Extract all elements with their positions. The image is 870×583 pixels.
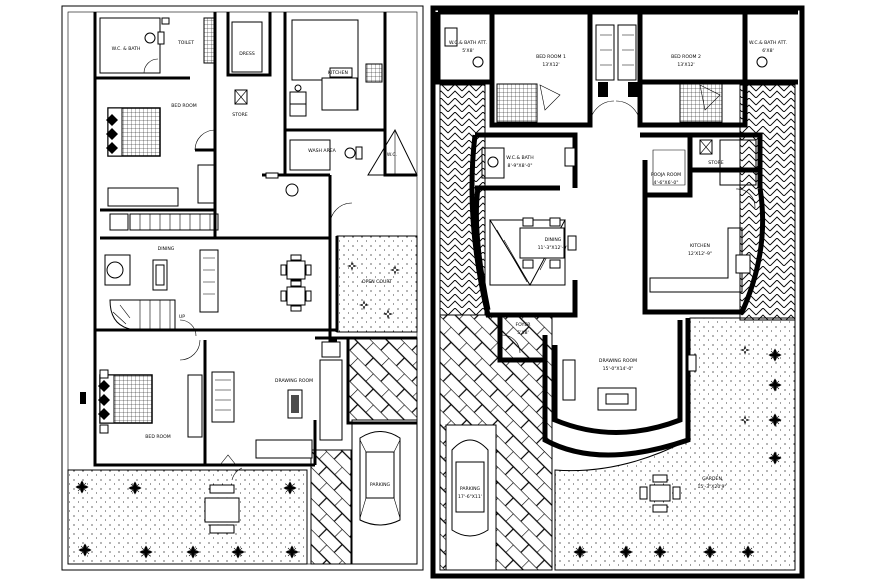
svg-text:13'X12': 13'X12' — [677, 62, 694, 68]
svg-text:17'-6"X11': 17'-6"X11' — [458, 494, 482, 500]
left-label-parking: PARKING — [370, 482, 391, 488]
right-label-wc-2: W.C.& BATH ATT. 6'X8' — [749, 40, 787, 54]
svg-text:BED ROOM 2: BED ROOM 2 — [671, 54, 701, 60]
right-walls-top — [435, 9, 798, 128]
left-label-kitchen: KITCHEN — [328, 70, 348, 76]
svg-text:11'-3"X12'-0": 11'-3"X12'-0" — [538, 245, 569, 251]
left-label-dining: DINING — [158, 246, 175, 252]
right-walls-lower — [497, 315, 691, 458]
svg-text:STORE: STORE — [708, 160, 724, 166]
right-label-wc-1: W.C.& BATH ATT. 5'X8' — [449, 40, 487, 54]
left-label-bed-2: BED ROOM — [145, 434, 170, 440]
right-label-dining: DINING 11'-3"X12'-0" — [538, 237, 569, 251]
left-plan-border — [61, 5, 424, 571]
left-label-wc: W.C. — [387, 152, 397, 158]
left-car — [359, 431, 401, 526]
right-label-bed-1: BED ROOM 1 13'X12' — [536, 54, 566, 68]
svg-text:7'-6"X6'-0": 7'-6"X6'-0" — [704, 168, 729, 174]
right-drawing-rug — [597, 387, 637, 411]
right-label-store: STORE 7'-6"X6'-0" — [704, 160, 729, 174]
left-label-toilet: TOILET — [177, 40, 194, 46]
right-dining-table — [519, 227, 565, 259]
left-label-court: OPEN COURT — [362, 279, 392, 285]
left-label-bed-1: BED ROOM — [171, 103, 196, 109]
right-label-drawing: DRAWING ROOM 15'-0"X14'-0" — [599, 358, 637, 372]
svg-text:6'X8': 6'X8' — [762, 48, 774, 54]
right-label-parking: PARKING 17'-6"X11' — [458, 486, 482, 500]
left-open-court — [336, 235, 418, 333]
svg-text:W.C.& BATH ATT.: W.C.& BATH ATT. — [749, 40, 787, 46]
right-side-paving-right — [739, 84, 796, 321]
right-label-bed-2: BED ROOM 2 13'X12' — [671, 54, 701, 68]
svg-text:DINING: DINING — [545, 237, 562, 243]
svg-text:8'-9"X8'-0": 8'-9"X8'-0" — [508, 163, 533, 169]
left-front-garden — [67, 469, 308, 565]
svg-text:FOYER: FOYER — [516, 322, 532, 328]
svg-text:13'X12': 13'X12' — [542, 62, 559, 68]
svg-text:5'X8': 5'X8' — [517, 330, 529, 336]
svg-text:KITCHEN: KITCHEN — [690, 243, 710, 249]
right-label-wc-bath: W.C.& BATH 8'-9"X8'-0" — [506, 155, 533, 169]
right-plan-border — [430, 5, 805, 579]
left-label-stair: UP — [179, 314, 185, 320]
right-label-pooja: POOJA ROOM 4'-6"X6'-0" — [651, 172, 681, 186]
svg-text:BED ROOM 1: BED ROOM 1 — [536, 54, 566, 60]
right-label-foyer: FOYER 5'X8' — [516, 322, 532, 336]
right-floor-plan: W.C.& BATH ATT. 5'X8' BED ROOM 1 13'X12'… — [430, 5, 805, 579]
svg-text:15'-3"X20'9": 15'-3"X20'9" — [697, 484, 726, 490]
left-floor-plan: W.C. & BATH TOILET DRESS KITCHEN BED ROO… — [61, 5, 424, 571]
left-label-bath: W.C. & BATH — [112, 46, 141, 52]
right-label-garden: GARDEN 15'-3"X20'9" — [697, 476, 726, 490]
svg-text:5'X8': 5'X8' — [462, 48, 474, 54]
svg-text:POOJA ROOM: POOJA ROOM — [651, 172, 681, 178]
right-label-kitchen: KITCHEN 12'X12'-9" — [688, 243, 712, 257]
svg-text:DRAWING ROOM: DRAWING ROOM — [599, 358, 637, 364]
left-label-wash: WASH AREA — [308, 148, 337, 154]
svg-text:PARKING: PARKING — [460, 486, 481, 492]
left-label-drawing: DRAWING ROOM — [275, 378, 313, 384]
left-label-dress: DRESS — [239, 51, 255, 57]
svg-text:12'X12'-9": 12'X12'-9" — [688, 251, 712, 257]
svg-text:15'-0"X14'-0": 15'-0"X14'-0" — [603, 366, 634, 372]
svg-text:GARDEN: GARDEN — [702, 476, 722, 482]
svg-text:4'-6"X6'-0": 4'-6"X6'-0" — [654, 180, 679, 186]
svg-text:W.C.& BATH ATT.: W.C.& BATH ATT. — [449, 40, 487, 46]
left-label-store: STORE — [232, 112, 248, 118]
left-paving — [347, 337, 418, 424]
right-walls-middle — [469, 132, 766, 318]
svg-text:W.C.& BATH: W.C.& BATH — [506, 155, 533, 161]
